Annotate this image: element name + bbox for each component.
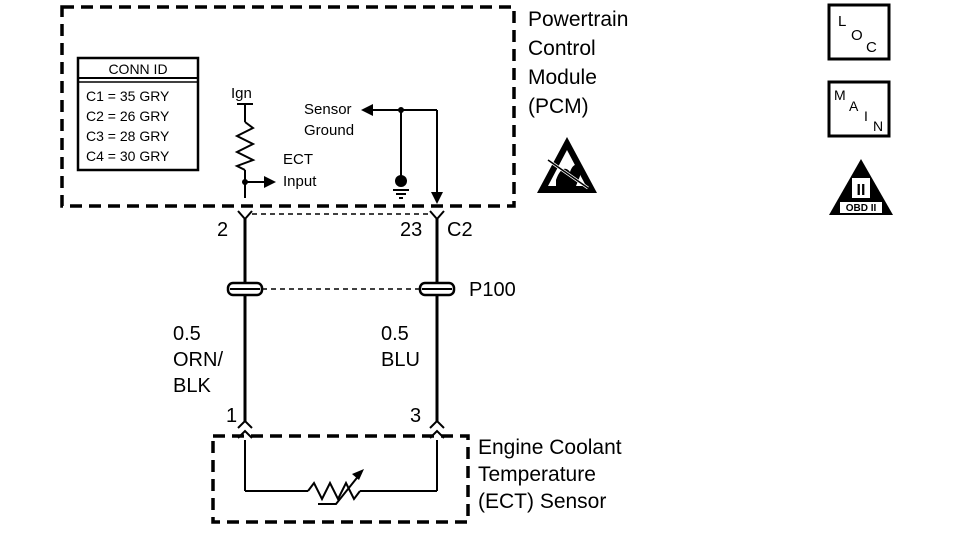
pcm-title-line-4: (PCM) — [528, 95, 589, 118]
wire-right-label-line-2: BLU — [381, 349, 420, 371]
ect-input-label-line-1: ECT — [283, 151, 313, 168]
svg-text:L: L — [838, 13, 846, 30]
pin-label-left: 2 — [217, 219, 228, 241]
svg-text:A: A — [849, 98, 859, 114]
connector-label: C2 — [447, 219, 473, 241]
ect-input-label-line-2: Input — [283, 173, 317, 190]
conn-id-row: C4 = 30 GRY — [86, 148, 170, 164]
sensor-ground-arrow-icon — [361, 104, 443, 204]
ign-label: Ign — [231, 85, 252, 102]
sensor-pin-label-left: 1 — [226, 405, 237, 427]
ect-input-arrow-icon — [245, 176, 276, 188]
conn-id-row: C3 = 28 GRY — [86, 128, 170, 144]
pcm-title-line-3: Module — [528, 66, 597, 89]
pcm-boundary — [60, 5, 516, 208]
svg-text:C: C — [866, 39, 877, 56]
conn-id-table: CONN ID C1 = 35 GRY C2 = 26 GRY C3 = 28 … — [76, 56, 200, 172]
sensor-title-line-2: Temperature — [478, 463, 596, 486]
wire-left-label-line-1: 0.5 — [173, 323, 201, 345]
pin-label-right: 23 — [400, 219, 422, 241]
sensor-pin-label-right: 3 — [410, 405, 421, 427]
ground-icon — [393, 110, 409, 199]
ect-sensor-boundary — [211, 434, 470, 524]
wire-left-label-line-2: ORN/ — [173, 349, 223, 371]
conn-id-row: C1 = 35 GRY — [86, 88, 170, 104]
inline-connector-label: P100 — [469, 279, 516, 301]
pullup-resistor-icon — [234, 103, 256, 198]
wire-left-label-line-3: BLK — [173, 375, 211, 397]
sensor-title-line-3: (ECT) Sensor — [478, 490, 606, 513]
svg-text:II: II — [857, 182, 866, 199]
obd-ii-icon: II OBD II — [829, 159, 893, 215]
svg-text:N: N — [873, 118, 883, 134]
esd-warning-icon — [537, 137, 597, 193]
sensor-ground-label-line-2: Ground — [304, 122, 354, 139]
svg-text:I: I — [864, 108, 868, 124]
svg-text:M: M — [834, 87, 846, 103]
sensor-title-line-1: Engine Coolant — [478, 436, 622, 459]
inline-connector-p100 — [226, 281, 456, 297]
loc-icon: L O C — [827, 3, 891, 61]
pcm-title-line-2: Control — [528, 37, 596, 60]
main-icon: M A I N — [827, 80, 891, 138]
svg-text:O: O — [851, 27, 863, 44]
svg-text:OBD II: OBD II — [846, 203, 877, 214]
thermistor-icon — [244, 440, 438, 505]
wire-right-label-line-1: 0.5 — [381, 323, 409, 345]
pcm-connector-c2 — [237, 210, 445, 221]
conn-id-header: CONN ID — [108, 61, 167, 77]
conn-id-row: C2 = 26 GRY — [86, 108, 170, 124]
pcm-title-line-1: Powertrain — [528, 8, 628, 31]
sensor-ground-label-line-1: Sensor — [304, 101, 352, 118]
